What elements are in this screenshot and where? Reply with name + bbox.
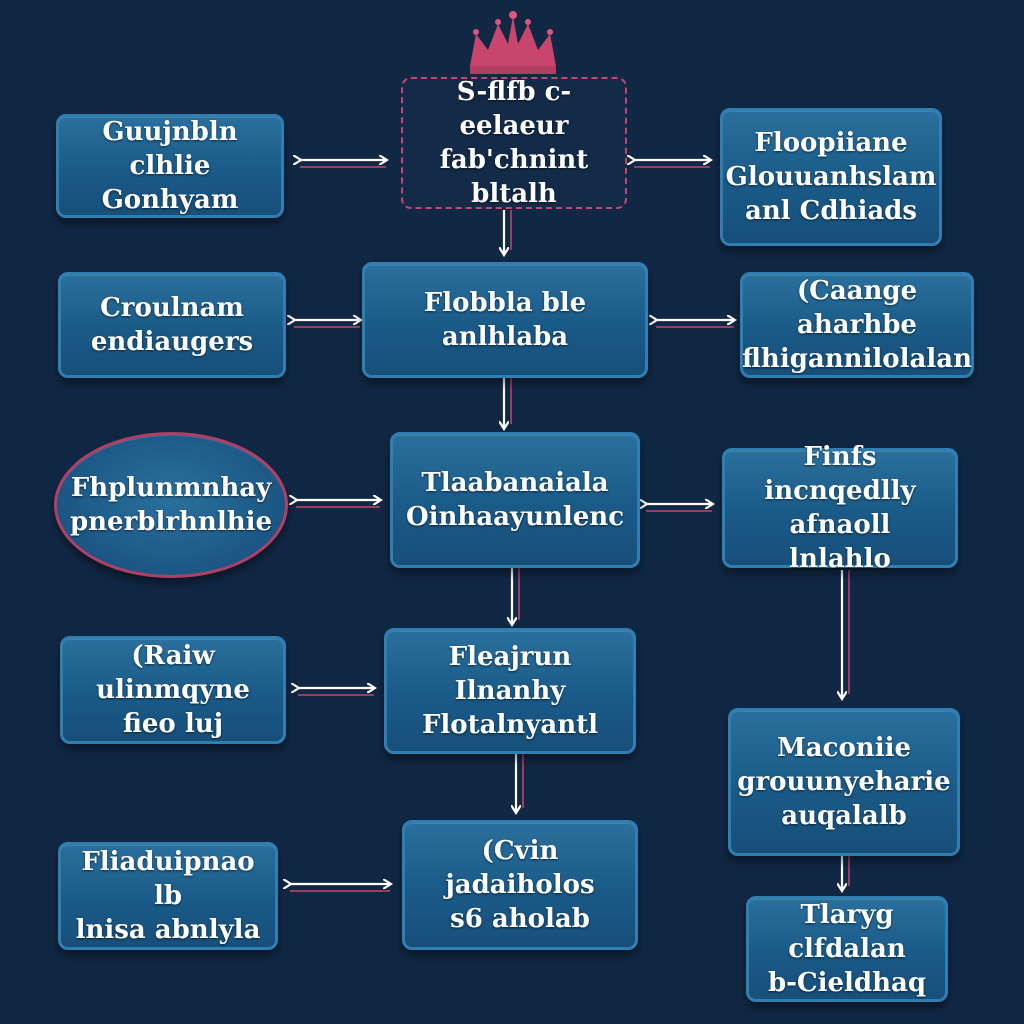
- node-r4-center[interactable]: Fleajrun Ilnanhy Flotalnyantl: [384, 628, 636, 754]
- node-r4-left[interactable]: (Raiw ulinmqyne fieo luj: [60, 636, 286, 744]
- arrow-down-right-1: [842, 570, 850, 698]
- arrow-top-right: [634, 160, 710, 168]
- node-r5-left[interactable]: Fliaduipnao lb lnisa abnlyla: [58, 842, 278, 950]
- node-r4-right[interactable]: Maconiie grouunyeharie auqalalb: [728, 708, 960, 856]
- node-r2-center[interactable]: Flobbla ble anlhlaba: [362, 262, 648, 378]
- flow-arrows: [504, 210, 850, 890]
- node-top-left[interactable]: Guujnbln clhlie Gonhyam: [56, 114, 284, 218]
- arrow-r5-left: [290, 884, 390, 892]
- arrow-r3-left: [296, 500, 380, 508]
- node-top-root[interactable]: S-flfb c-eelaeur fab'chnint bltalh: [401, 77, 627, 209]
- crown-icon: [470, 11, 556, 74]
- node-r3-center[interactable]: Tlaabanaiala Oinhaayunlenc: [390, 432, 640, 568]
- arrow-r4-left: [298, 688, 374, 696]
- arrow-down-2: [504, 378, 512, 428]
- node-r3-left[interactable]: Fhplunmnhay pnerblrhnlhie: [54, 432, 288, 578]
- arrow-down-4: [516, 754, 524, 812]
- arrow-r2-left: [294, 320, 360, 328]
- arrow-down-3: [512, 568, 520, 624]
- connector-arrows: [290, 160, 734, 892]
- arrow-top-left: [300, 160, 386, 168]
- node-r3-right[interactable]: Finfs incnqedlly afnaoll lnlahlo: [722, 442, 958, 574]
- node-r2-left[interactable]: Croulnam endiaugers: [58, 272, 286, 378]
- arrow-down-right-2: [842, 856, 850, 890]
- arrow-r2-right: [656, 320, 734, 328]
- arrow-down-1: [504, 210, 512, 254]
- node-top-right[interactable]: Floopiiane Glouuanhslam anl Cdhiads: [720, 108, 942, 246]
- node-r5-right[interactable]: Tlaryg clfdalan b-Cieldhaq: [746, 896, 948, 1002]
- arrow-r3-right: [646, 504, 712, 512]
- node-r2-right[interactable]: (Caange aharhbe flhigannilolalan: [740, 272, 974, 378]
- node-r5-center[interactable]: (Cvin jadaiholos s6 aholab: [402, 820, 638, 950]
